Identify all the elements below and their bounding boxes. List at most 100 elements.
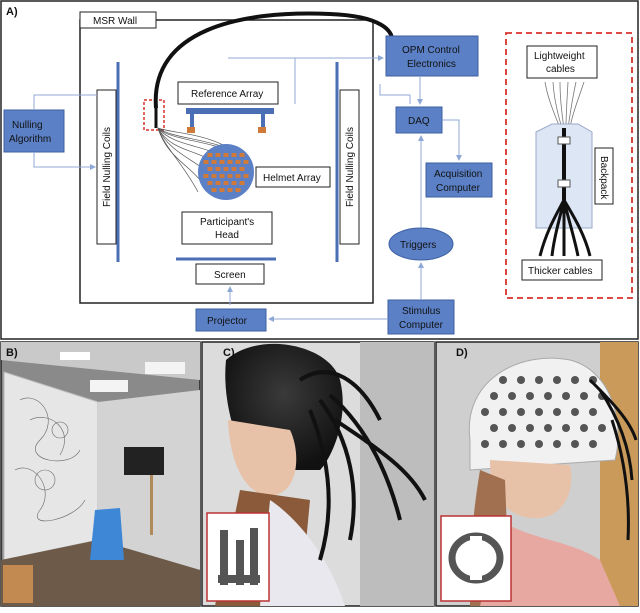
helmet-hole bbox=[580, 424, 588, 432]
helmet-sensors bbox=[203, 153, 249, 192]
helmet-sensor bbox=[203, 174, 209, 178]
helmet-hole bbox=[526, 424, 534, 432]
helmet-sensor bbox=[219, 174, 225, 178]
helmet-hole bbox=[481, 440, 489, 448]
helmet-sensor bbox=[239, 153, 245, 157]
field-nulling-coils-right-label: Field Nulling Coils bbox=[345, 127, 356, 207]
lightweight-label-1: Lightweight bbox=[534, 51, 585, 62]
nulling-algorithm-label-2: Algorithm bbox=[9, 134, 51, 145]
main-cable bbox=[153, 11, 395, 109]
panel-d: D) bbox=[435, 341, 639, 607]
reference-sensor-right bbox=[258, 127, 266, 133]
helmet-sensor bbox=[227, 174, 233, 178]
helmet-sensor bbox=[223, 181, 229, 185]
nulling-line-top bbox=[33, 94, 97, 110]
backpack-label: Backpack bbox=[598, 156, 609, 200]
helmet-sensor bbox=[207, 167, 213, 171]
helmet-hole bbox=[508, 392, 516, 400]
helmet-sensor bbox=[239, 181, 245, 185]
helmet-hole bbox=[589, 440, 597, 448]
screen-box bbox=[195, 263, 265, 285]
lightweight-label-2: cables bbox=[546, 64, 575, 75]
helmet-sensor bbox=[235, 160, 241, 164]
helmet-hole bbox=[535, 408, 543, 416]
helmet-sensor bbox=[207, 153, 213, 157]
helmet-holes bbox=[481, 376, 606, 448]
helmet-hole bbox=[598, 424, 606, 432]
helmet-sensor bbox=[215, 181, 221, 185]
inset-d-part bbox=[448, 532, 504, 584]
helmet-sensor bbox=[231, 167, 237, 171]
acquisition-label-1: Acquisition bbox=[434, 169, 482, 180]
helmet-hole bbox=[544, 424, 552, 432]
helmet-sensor bbox=[231, 181, 237, 185]
coil-wall-panel bbox=[3, 371, 99, 561]
helmet-sensor bbox=[211, 160, 217, 164]
helmet-hole bbox=[535, 440, 543, 448]
helmet-hole bbox=[571, 408, 579, 416]
helmet-sensor bbox=[207, 181, 213, 185]
helmet-sensor bbox=[235, 174, 241, 178]
reference-array-bar bbox=[186, 108, 274, 114]
projector-label: Projector bbox=[207, 316, 248, 327]
thicker-cables-box bbox=[521, 259, 603, 281]
helmet-sensor bbox=[239, 167, 245, 171]
helmet-sensor bbox=[215, 153, 221, 157]
room-monitor bbox=[124, 447, 164, 475]
room-back-wall bbox=[98, 390, 200, 570]
helmet-sensor bbox=[227, 160, 233, 164]
ceiling-light-3 bbox=[145, 362, 185, 374]
helmet-sensor bbox=[211, 188, 217, 192]
nulling-algorithm-box bbox=[3, 109, 65, 153]
opm-control-label-1: OPM Control bbox=[402, 45, 460, 56]
field-nulling-coils-left-label: Field Nulling Coils bbox=[102, 127, 113, 207]
helmet-sensor bbox=[211, 174, 217, 178]
coil-wall-pattern bbox=[14, 397, 86, 522]
helmet-hole bbox=[535, 376, 543, 384]
msr-wall-label: MSR Wall bbox=[93, 16, 137, 27]
helmet-hole bbox=[499, 376, 507, 384]
participant-head-box bbox=[181, 211, 273, 245]
opm-control-label-2: Electronics bbox=[407, 59, 456, 70]
face-c bbox=[228, 420, 297, 496]
helmet-hole bbox=[562, 424, 570, 432]
helmet-hole bbox=[571, 376, 579, 384]
inset-c-part bbox=[218, 528, 260, 585]
participant-head-label-1: Participant's bbox=[200, 217, 254, 228]
helmet-sensor bbox=[231, 153, 237, 157]
reference-array-box bbox=[177, 81, 279, 105]
panel-d-letter: D) bbox=[456, 347, 468, 359]
helmet-hole bbox=[544, 392, 552, 400]
shirt-c bbox=[260, 500, 345, 606]
helmet-hole bbox=[508, 424, 516, 432]
ceiling-light-2 bbox=[90, 380, 128, 392]
helmet-sensor bbox=[227, 188, 233, 192]
helmet-hole bbox=[499, 408, 507, 416]
helmet-hole bbox=[553, 440, 561, 448]
stimulus-label-1: Stimulus bbox=[402, 306, 440, 317]
helmet-hole bbox=[526, 392, 534, 400]
helmet-hole bbox=[571, 440, 579, 448]
backpack-label-box bbox=[594, 147, 614, 205]
helmet-hole bbox=[589, 408, 597, 416]
helmet-hole bbox=[481, 408, 489, 416]
reference-sensor-left bbox=[187, 127, 195, 133]
helmet-sensor bbox=[215, 167, 221, 171]
cables-c bbox=[298, 370, 427, 561]
helmet-array-box bbox=[255, 166, 331, 188]
thicker-cable-lines bbox=[538, 199, 592, 257]
helmet-sensor bbox=[219, 188, 225, 192]
lightweight-cables-box bbox=[526, 45, 598, 79]
stimulus-computer-box bbox=[387, 299, 455, 335]
cardboard-box bbox=[3, 565, 33, 603]
helmet-hole bbox=[499, 440, 507, 448]
helmet-sensor bbox=[243, 160, 249, 164]
ceiling-light-1 bbox=[60, 352, 90, 360]
acquisition-label-2: Computer bbox=[436, 183, 481, 194]
panel-c: C) bbox=[201, 341, 435, 607]
helmet-sensor bbox=[219, 160, 225, 164]
room-floor bbox=[1, 540, 200, 606]
helmet-hole bbox=[562, 392, 570, 400]
